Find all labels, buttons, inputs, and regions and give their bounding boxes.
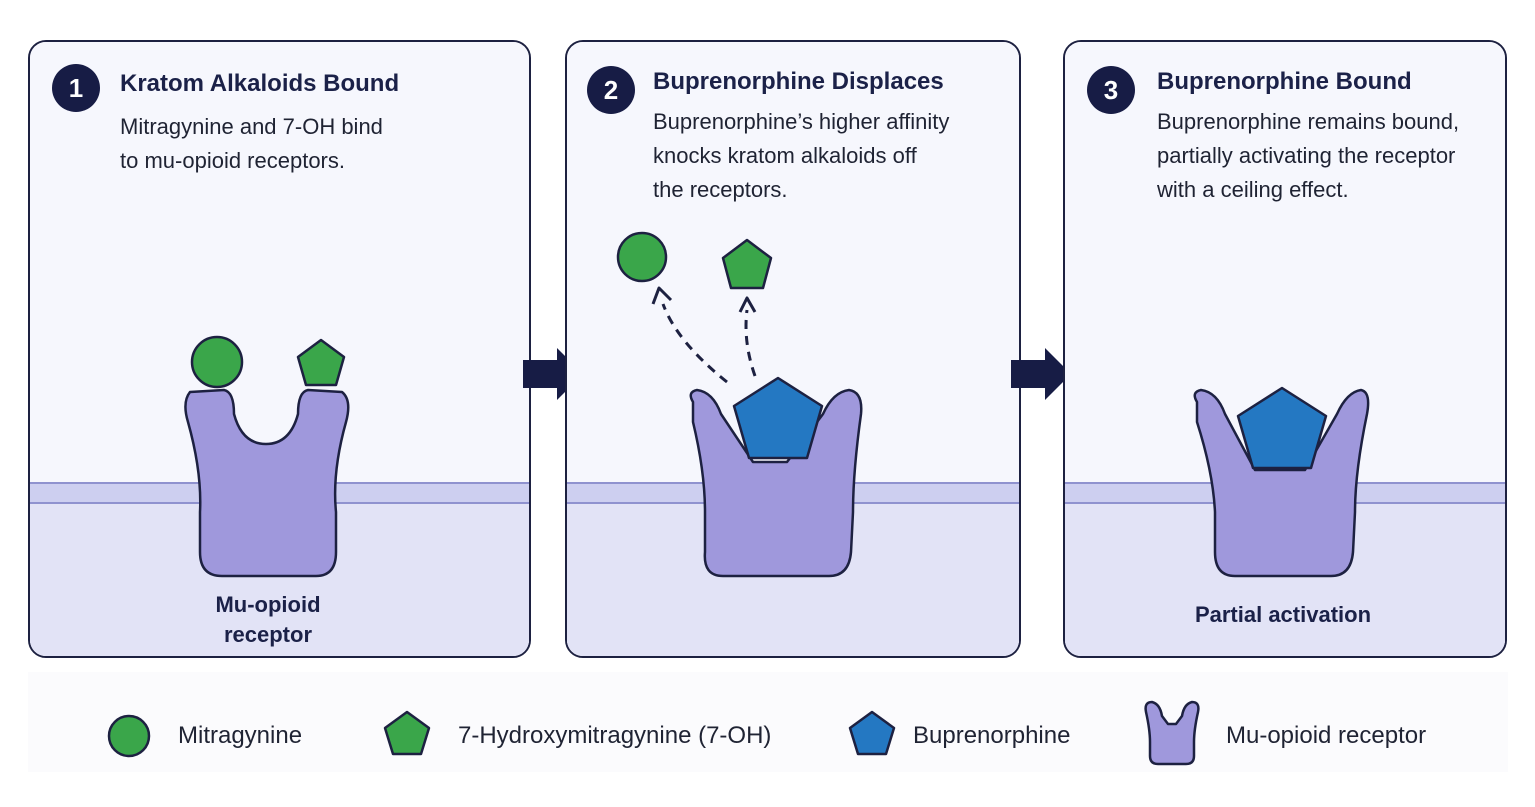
step-number-badge: 2 xyxy=(587,66,635,114)
panel-2-illustration xyxy=(616,231,863,578)
step-title: Buprenorphine Bound xyxy=(1157,68,1412,95)
step-panel-2: 2 Buprenorphine Displaces Buprenorphine’… xyxy=(565,40,1021,658)
step-number-badge: 3 xyxy=(1087,66,1135,114)
legend xyxy=(28,672,1508,772)
mu-opioid-receptor xyxy=(1193,388,1370,578)
mu-opioid-receptor xyxy=(689,388,863,578)
step-panel-1: 1 Kratom Alkaloids Bound Mitragynine and… xyxy=(28,40,531,658)
hydroxymitragynine-molecule xyxy=(296,338,346,387)
step-number-badge: 1 xyxy=(52,64,100,112)
step-description: Mitragynine and 7-OH bind to mu-opioid r… xyxy=(120,114,383,173)
mitragynine-molecule xyxy=(616,231,668,283)
buprenorphine-molecule xyxy=(1236,386,1328,470)
step-description: Buprenorphine remains bound, partially a… xyxy=(1157,109,1460,202)
displacement-path xyxy=(744,309,757,377)
buprenorphine-molecule xyxy=(732,376,824,460)
partial-activation-label: Partial activation xyxy=(1194,602,1372,627)
mu-opioid-receptor xyxy=(184,388,350,578)
arrowhead xyxy=(738,296,757,313)
legend-label-buprenorphine: Buprenorphine xyxy=(913,722,1071,749)
hydroxymitragynine-molecule xyxy=(721,238,773,290)
step-description: Buprenorphine’s higher affinity knocks k… xyxy=(653,109,950,202)
arrowhead xyxy=(651,286,673,305)
buprenorphine-legend-icon xyxy=(848,710,896,756)
hydroxymitragynine-legend-icon xyxy=(383,710,431,756)
mitragynine-legend-icon xyxy=(107,714,151,758)
mitragynine-molecule xyxy=(190,335,244,389)
panel-1-illustration xyxy=(184,335,350,578)
legend-label-receptor: Mu-opioid receptor xyxy=(1226,722,1427,749)
legend-label-mitragynine: Mitragynine xyxy=(178,722,303,749)
legend-label-7oh: 7-Hydroxymitragynine (7-OH) xyxy=(458,722,772,749)
step-panel-3: 3 Buprenorphine Bound Buprenorphine rema… xyxy=(1063,40,1507,658)
step-title: Buprenorphine Displaces xyxy=(653,68,944,95)
displacement-path xyxy=(661,303,728,384)
receptor-legend-icon xyxy=(1144,700,1200,766)
receptor-label: Mu-opioid receptor xyxy=(215,592,321,647)
step-title: Kratom Alkaloids Bound xyxy=(120,70,400,97)
step-arrow-2-to-3 xyxy=(1011,348,1071,400)
panel-3-illustration xyxy=(1193,386,1370,578)
